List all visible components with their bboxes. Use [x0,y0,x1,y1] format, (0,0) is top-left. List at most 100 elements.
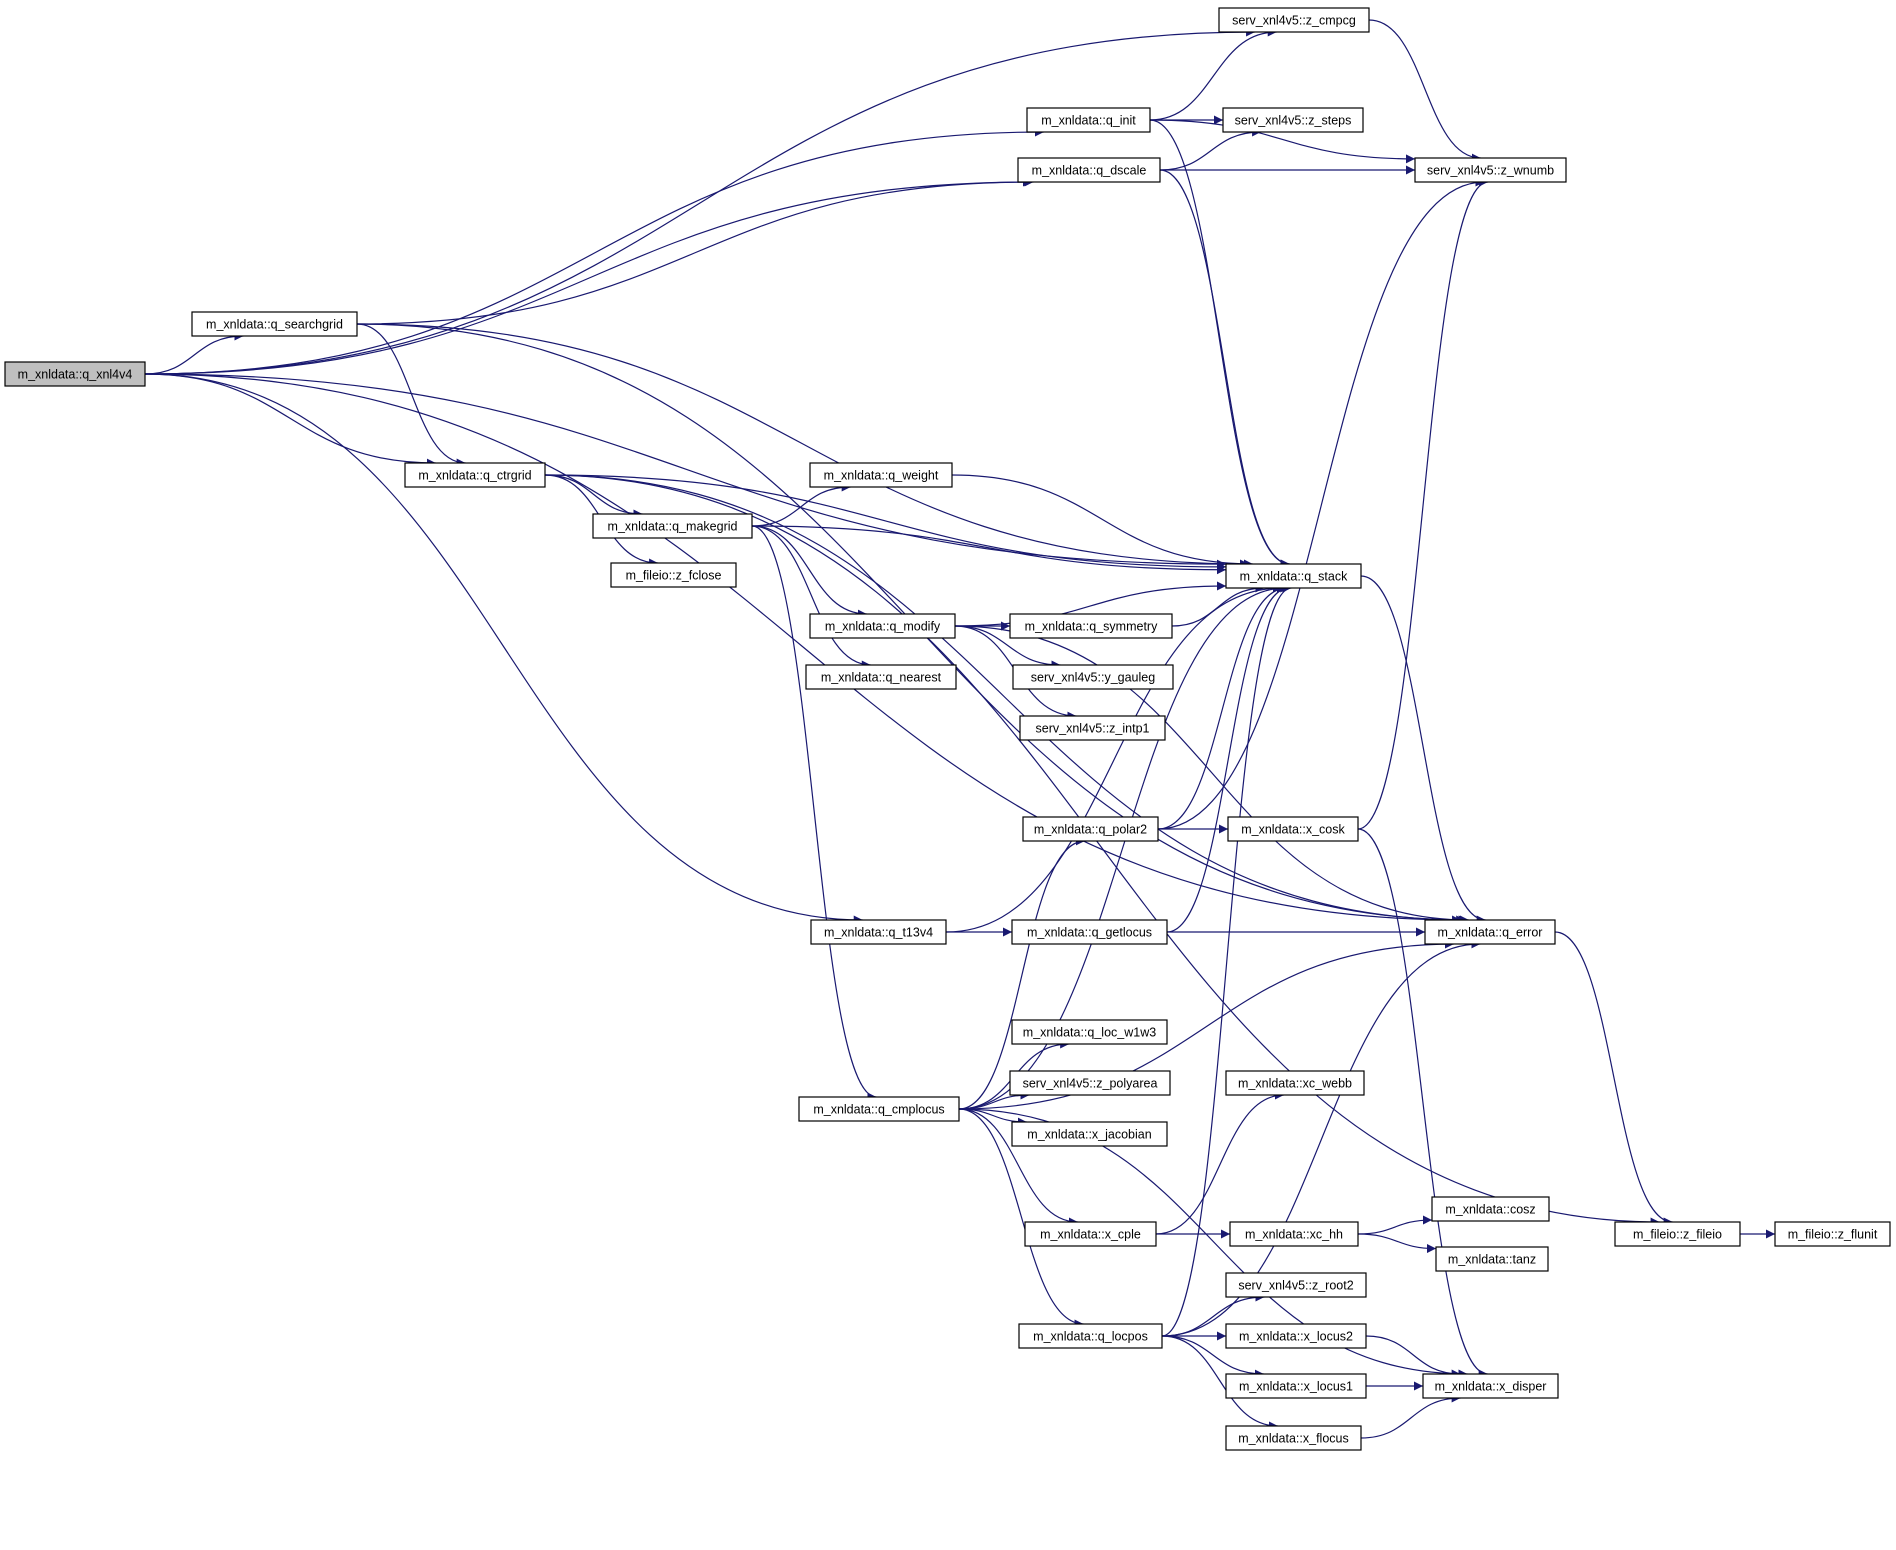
node-label: m_xnldata::x_locus2 [1239,1330,1353,1344]
edge-q_modify-to-q_error [954,625,1470,925]
edge-q_xnl4v4-to-q_ctrgrid [144,373,436,468]
node-box [1009,613,1173,639]
node-x_flocus[interactable]: m_xnldata::x_flocus [1225,1425,1362,1451]
edge-x_flocus-to-x_disper [1360,1393,1461,1439]
node-z_cmpcg[interactable]: serv_xnl4v5::z_cmpcg [1218,7,1370,33]
node-label: m_xnldata::q_symmetry [1025,620,1158,634]
edge-q_locpos-to-q_error [1161,939,1481,1337]
node-z_wnumb[interactable]: serv_xnl4v5::z_wnumb [1414,157,1567,183]
node-label: m_xnldata::q_searchgrid [206,318,343,332]
node-box [191,311,358,337]
node-x_cosk[interactable]: m_xnldata::x_cosk [1227,816,1359,842]
node-label: m_xnldata::tanz [1448,1253,1536,1267]
edge-q_ctrgrid-to-q_error [544,474,1466,925]
node-label: m_xnldata::q_makegrid [608,520,738,534]
edge-x_cosk-to-x_disper [1357,828,1488,1379]
edge-q_makegrid-to-q_modify [751,525,867,619]
node-q_nearest[interactable]: m_xnldata::q_nearest [805,664,957,690]
edge-q_modify-to-y_gauleg [954,625,1061,670]
node-q_getlocus[interactable]: m_xnldata::q_getlocus [1011,919,1168,945]
node-label: m_xnldata::q_getlocus [1027,926,1152,940]
node-cosz[interactable]: m_xnldata::cosz [1431,1196,1550,1222]
edge-q_init-to-z_wnumb [1149,119,1416,164]
edge-x_cple-to-xc_webb [1155,1090,1284,1235]
edge-q_error-to-z_fileio [1554,931,1673,1227]
node-label: m_xnldata::q_error [1438,926,1543,940]
node-q_dscale[interactable]: m_xnldata::q_dscale [1017,157,1161,183]
node-box [1227,816,1359,842]
node-q_ctrgrid[interactable]: m_xnldata::q_ctrgrid [404,462,546,488]
node-label: m_xnldata::q_weight [824,469,939,483]
node-tanz[interactable]: m_xnldata::tanz [1435,1246,1549,1272]
node-x_jacobian[interactable]: m_xnldata::x_jacobian [1011,1121,1168,1147]
node-label: m_xnldata::q_loc_w1w3 [1023,1026,1156,1040]
node-z_steps[interactable]: serv_xnl4v5::z_steps [1222,107,1364,133]
node-q_searchgrid[interactable]: m_xnldata::q_searchgrid [191,311,358,337]
node-q_symmetry[interactable]: m_xnldata::q_symmetry [1009,613,1173,639]
node-xc_webb[interactable]: m_xnldata::xc_webb [1225,1070,1365,1096]
edge-q_init-to-q_stack [1149,119,1290,569]
node-box [404,462,546,488]
edge-q_searchgrid-to-q_ctrgrid [356,323,466,468]
edge-q_weight-to-q_stack [951,474,1253,569]
node-q_makegrid[interactable]: m_xnldata::q_makegrid [592,513,753,539]
node-box [1424,919,1556,945]
edge-q_dscale-to-q_stack [1159,169,1290,569]
node-label: m_xnldata::q_polar2 [1034,823,1147,837]
node-label: serv_xnl4v5::z_root2 [1238,1279,1353,1293]
edge-q_makegrid-to-q_cmplocus [751,525,877,1102]
node-label: m_xnldata::x_jacobian [1027,1128,1151,1142]
node-label: serv_xnl4v5::z_wnumb [1427,164,1554,178]
edge-q_searchgrid-to-q_dscale [356,177,1032,325]
node-box [1222,107,1364,133]
node-label: m_fileio::z_flunit [1788,1228,1878,1242]
node-box [1017,157,1161,183]
node-z_intp1[interactable]: serv_xnl4v5::z_intp1 [1019,715,1166,741]
node-q_weight[interactable]: m_xnldata::q_weight [809,462,953,488]
edge-q_xnl4v4-to-q_dscale [144,177,1034,375]
edge-q_ctrgrid-to-q_makegrid [544,474,643,519]
node-q_polar2[interactable]: m_xnldata::q_polar2 [1022,816,1159,842]
node-label: m_xnldata::x_cple [1040,1228,1141,1242]
node-q_init[interactable]: m_xnldata::q_init [1026,107,1151,133]
edge-q_makegrid-to-q_nearest [751,525,871,670]
node-z_root2[interactable]: serv_xnl4v5::z_root2 [1225,1272,1367,1298]
node-x_cple[interactable]: m_xnldata::x_cple [1024,1221,1157,1247]
node-label: serv_xnl4v5::z_steps [1235,114,1352,128]
node-box [1225,1425,1362,1451]
node-q_xnl4v4[interactable]: m_xnldata::q_xnl4v4 [4,361,146,387]
node-x_disper[interactable]: m_xnldata::x_disper [1422,1373,1559,1399]
node-box [1774,1221,1891,1247]
node-q_loc_w1w3[interactable]: m_xnldata::q_loc_w1w3 [1011,1019,1168,1045]
node-z_fileio[interactable]: m_fileio::z_fileio [1614,1221,1741,1247]
node-x_locus1[interactable]: m_xnldata::x_locus1 [1225,1373,1367,1399]
node-box [1435,1246,1549,1272]
edge-q_cmplocus-to-x_cple [958,1108,1078,1227]
edge-q_ctrgrid-to-z_fileio [544,474,1660,1227]
node-q_stack[interactable]: m_xnldata::q_stack [1225,563,1362,589]
node-z_flunit[interactable]: m_fileio::z_flunit [1774,1221,1891,1247]
node-box [610,562,737,588]
node-label: m_xnldata::cosz [1445,1203,1535,1217]
node-box [810,919,947,945]
node-box [1225,563,1362,589]
node-label: m_xnldata::xc_webb [1238,1077,1352,1091]
node-q_error[interactable]: m_xnldata::q_error [1424,919,1556,945]
node-z_polyarea[interactable]: serv_xnl4v5::z_polyarea [1009,1070,1171,1096]
edge-q_dscale-to-z_steps [1159,127,1262,171]
node-q_t13v4[interactable]: m_xnldata::q_t13v4 [810,919,947,945]
node-xc_hh[interactable]: m_xnldata::xc_hh [1229,1221,1359,1247]
node-box [1019,715,1166,741]
edge-q_ctrgrid-to-q_stack [544,474,1227,572]
node-x_locus2[interactable]: m_xnldata::x_locus2 [1225,1323,1367,1349]
node-q_cmplocus[interactable]: m_xnldata::q_cmplocus [798,1096,960,1122]
node-q_modify[interactable]: m_xnldata::q_modify [809,613,956,639]
node-label: m_xnldata::x_cosk [1241,823,1345,837]
node-z_fclose[interactable]: m_fileio::z_fclose [610,562,737,588]
node-label: m_xnldata::x_disper [1435,1380,1547,1394]
node-label: serv_xnl4v5::z_intp1 [1036,722,1150,736]
edge-q_getlocus-to-q_stack [1166,583,1290,933]
node-y_gauleg[interactable]: serv_xnl4v5::y_gauleg [1012,664,1174,690]
node-q_locpos[interactable]: m_xnldata::q_locpos [1018,1323,1163,1349]
node-label: m_xnldata::q_t13v4 [824,926,933,940]
